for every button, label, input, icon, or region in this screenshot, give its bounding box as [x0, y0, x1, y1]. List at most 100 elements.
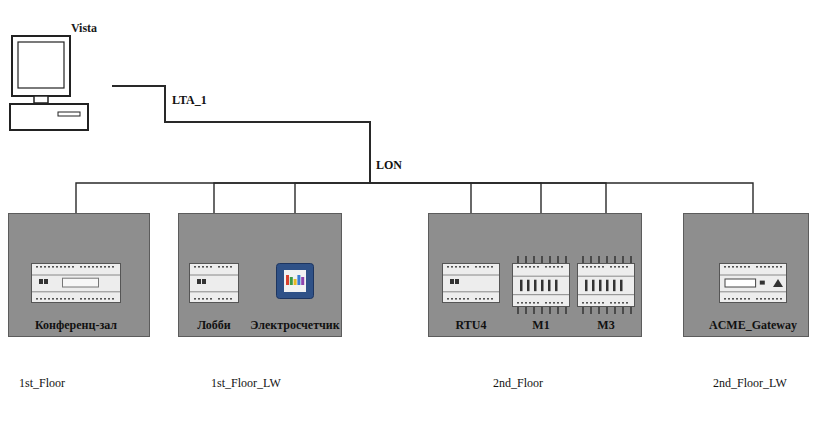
terminal-dot [64, 298, 66, 300]
device-divider [443, 275, 499, 276]
device-icon [276, 263, 314, 299]
terminal-dot [487, 266, 489, 268]
terminal-dot [768, 266, 770, 268]
device-icon [719, 263, 787, 303]
meter-body [277, 264, 314, 299]
terminal-dot [553, 266, 555, 268]
terminal-dot [529, 266, 531, 268]
terminal-dot [60, 266, 62, 268]
terminal-dot [740, 266, 742, 268]
terminal-dot [776, 298, 778, 300]
pin [606, 307, 608, 314]
module-bar [620, 280, 623, 291]
module-bar [592, 280, 595, 291]
terminal-dot [768, 298, 770, 300]
terminal-dot [84, 266, 86, 268]
terminal-dot [760, 266, 762, 268]
module-bar [599, 280, 602, 291]
terminal-dot [44, 266, 46, 268]
terminal-dot [626, 266, 628, 268]
terminal-dot [40, 298, 42, 300]
terminal-dot [525, 266, 527, 268]
terminal-dot [557, 302, 559, 304]
pin [533, 256, 535, 263]
pin [590, 307, 592, 314]
device-body [443, 264, 500, 303]
terminal-dot [618, 266, 620, 268]
terminal-dot [525, 302, 527, 304]
terminal-dot [198, 266, 200, 268]
terminal-dot [483, 266, 485, 268]
terminal-dot [112, 266, 114, 268]
terminal-dot [557, 266, 559, 268]
meter-bar [286, 275, 289, 285]
terminal-dot [780, 298, 782, 300]
terminal-dot [756, 266, 758, 268]
terminal-dot [521, 266, 523, 268]
device-divider [32, 291, 120, 292]
terminal-dot [64, 266, 66, 268]
terminal-dot [537, 266, 539, 268]
terminal-dot [533, 266, 535, 268]
terminal-dot [582, 302, 584, 304]
device-label: Лобби [189, 318, 239, 333]
floor-label: 2nd_Floor_LW [713, 376, 787, 391]
module-bar [541, 280, 544, 291]
monitor-screen [18, 42, 64, 88]
terminal-dot [72, 298, 74, 300]
module-bar [613, 280, 616, 291]
pin [533, 307, 535, 314]
device-label: Конференц-зал [31, 318, 121, 333]
terminal-dot [463, 298, 465, 300]
device-display [63, 278, 99, 287]
terminal-dot [88, 298, 90, 300]
terminal-dot [447, 298, 449, 300]
module-bar [527, 280, 530, 291]
device-icon [442, 263, 500, 303]
terminal-dot [36, 266, 38, 268]
terminal-dot [206, 266, 208, 268]
terminal-dot [459, 298, 461, 300]
module-bar [548, 280, 551, 291]
meter-bar [290, 277, 293, 285]
module-bar [520, 280, 523, 291]
terminal-dot [586, 302, 588, 304]
terminal-dot [764, 298, 766, 300]
terminal-dot [68, 266, 70, 268]
device-body [190, 264, 239, 303]
device-body [32, 264, 121, 303]
pin [582, 256, 584, 263]
device-divider [578, 294, 634, 295]
indicator [450, 279, 454, 284]
device-icon [512, 256, 570, 314]
pin [598, 256, 600, 263]
pin [541, 256, 543, 263]
drive-slot [58, 112, 80, 116]
terminal-dot [776, 266, 778, 268]
floor-panel: 1st_FloorКонференц-зал [8, 213, 150, 337]
terminal-dot [92, 266, 94, 268]
device-divider [190, 275, 238, 276]
device-body [578, 264, 635, 307]
module-bar [534, 280, 537, 291]
terminal-dot [44, 298, 46, 300]
terminal-dot [491, 266, 493, 268]
terminal-dot [112, 298, 114, 300]
terminal-dot [529, 302, 531, 304]
monitor-stand [34, 96, 48, 103]
terminal-dot [96, 298, 98, 300]
device-body [513, 264, 570, 307]
terminal-dot [764, 266, 766, 268]
terminal-dot [533, 302, 535, 304]
terminal-dot [475, 266, 477, 268]
terminal-dot [56, 266, 58, 268]
adapter-label: LTA_1 [172, 93, 207, 108]
terminal-dot [610, 266, 612, 268]
computer-case [10, 104, 88, 130]
terminal-dot [194, 298, 196, 300]
terminal-dot [210, 266, 212, 268]
terminal-dot [104, 298, 106, 300]
floor-label: 1st_Floor_LW [211, 376, 281, 391]
terminal-dot [36, 298, 38, 300]
